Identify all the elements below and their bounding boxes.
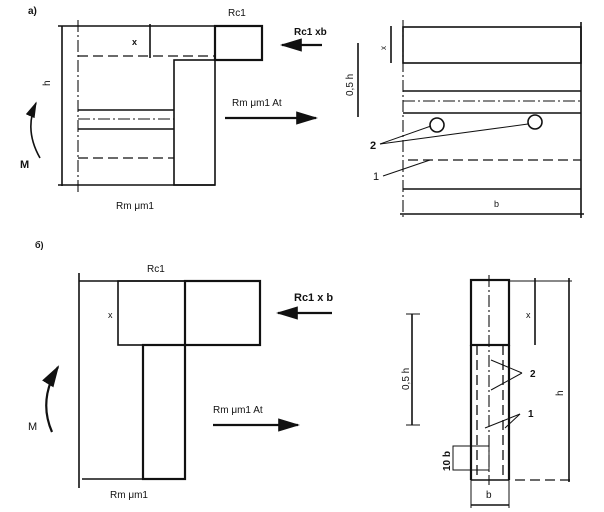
panel-a-cross-section: x 0,5 h b 2 1 [345,20,584,220]
h-label: h [555,390,566,396]
moment-arrow-icon [25,101,41,159]
callout-leader [382,159,431,177]
panel-b-cross-section: 0,5 h x h 10 b b 2 1 [401,275,575,508]
moment-label: M [20,159,29,171]
x-label: x [132,37,137,47]
stress-top-label: Rc1 [147,264,165,275]
moment-arrow-icon [42,365,60,433]
width-label: b [494,199,499,209]
stress-bottom-label: Rm μm1 [110,490,148,501]
callout-1: 1 [528,409,534,420]
x-label: x [108,310,113,320]
compression-zone-hatch [402,26,582,64]
rebar-circle [429,117,445,133]
callout-leader [379,125,432,145]
panel-b-label: б) [35,240,44,250]
callout-2: 2 [530,369,536,380]
height-label: h [42,80,53,86]
callout-leader [504,413,521,429]
compression-zone-hatch [469,278,511,347]
half-h-label: 0,5 h [401,368,412,390]
x-box [117,280,186,346]
ten-b-label: 10 b [442,451,453,471]
tension-force-label: Rm μm1 At [232,98,282,109]
ten-b-box [452,445,490,471]
callout-leader [490,359,523,374]
panel-a-label: a) [28,6,37,17]
tension-stress-block [141,343,187,481]
tension-stress-block [173,59,216,186]
compression-stress-block [183,279,262,347]
width-label: b [486,490,492,501]
panel-b-stress-diagram: б) Rc1 x Rc1 x b Rm μm1 At M Rm μm1 [28,240,333,501]
compression-force-label: Rc1 xb [294,27,327,38]
panel-a-stress-diagram: a) Rc1 Rc1 xb Rm μm1 At x h M Rm μm1 [20,6,327,212]
tension-force-label: Rm μm1 At [213,405,263,416]
moment-label: M [28,421,37,433]
stress-bottom-label: Rm μm1 [116,201,154,212]
callout-leader [490,372,523,391]
callout-1: 1 [373,171,379,183]
x-label: x [526,310,531,320]
compression-stress-block [213,24,264,62]
stress-top-label: Rc1 [228,8,246,19]
callout-2: 2 [370,140,376,152]
compression-force-label: Rc1 x b [294,292,333,304]
half-h-label: 0,5 h [345,74,356,96]
x-label: x [379,46,388,50]
callout-leader [379,123,529,145]
rebar-circle [527,114,543,130]
callout-leader [484,413,521,429]
